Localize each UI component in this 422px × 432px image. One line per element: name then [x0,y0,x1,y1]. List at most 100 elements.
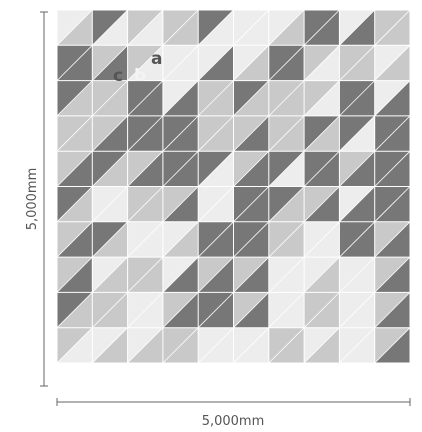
grout-diagonal [303,292,340,328]
grout-diagonal [92,45,128,81]
grout-diagonal [339,115,375,152]
grout-diagonal [303,186,340,223]
grout-diagonal [374,221,411,258]
grout-diagonal [339,45,375,81]
grout-diagonal [56,9,93,46]
grout-diagonal [233,221,270,258]
grout-diagonal [339,186,375,223]
grout-diagonal [197,327,234,364]
grout-diagonal [197,221,234,258]
grout-diagonal [268,150,305,187]
grout-diagonal [303,115,340,152]
tile-label-a: a [151,49,162,69]
grout-diagonal [339,150,375,187]
height-dimension: 5,000mm [25,11,48,387]
grout-diagonal [127,9,164,46]
grout-diagonal [233,115,270,152]
grout-diagonal [374,292,411,328]
tile-triangle [127,10,163,46]
width-dimension: 5,000mm [56,398,411,429]
grout-diagonal [127,45,164,81]
grout-diagonal [374,9,411,46]
grout-diagonal [268,221,305,258]
grout-diagonal [233,256,270,293]
grout-diagonal [197,80,234,117]
grout-diagonal [56,45,93,81]
height-dimension-label: 5,000mm [25,168,40,231]
tile-triangle [127,80,163,116]
grout-diagonal [162,150,199,187]
grout-diagonal [268,80,305,117]
grout-diagonal [268,45,305,81]
tile-label-c: c [113,66,123,86]
grout-diagonal [127,150,164,187]
tile-triangle [127,45,163,81]
grout-diagonal [339,80,375,117]
grout-diagonal [127,292,164,328]
grout-diagonal [127,186,164,223]
grout-diagonal [92,221,128,258]
grout-diagonal [233,150,270,187]
grout-diagonal [268,186,305,223]
grout-diagonal [233,9,270,46]
grout-diagonal [303,221,340,258]
grout-diagonal [268,9,305,46]
grout-diagonal [233,327,270,364]
grout-diagonal [268,115,305,152]
grout-diagonal [233,45,270,81]
tile-triangle [233,292,269,328]
grout-diagonal [92,327,128,364]
grout-diagonal [127,327,164,364]
grout-diagonal [92,150,128,187]
grout-diagonal [162,9,199,46]
grout-diagonal [374,45,411,81]
grout-diagonal [56,80,93,117]
grout-diagonal [162,221,199,258]
grout-diagonal [197,45,234,81]
grout-diagonal [127,80,164,117]
grout-diagonal [162,80,199,117]
grout-diagonal [268,292,305,328]
grout-diagonal [303,327,340,364]
grout-diagonal [127,115,164,152]
grout-diagonal [56,115,93,152]
grout-diagonal [233,186,270,223]
width-dimension-label: 5,000mm [202,414,265,429]
grout-diagonal [127,221,164,258]
grout-diagonal [56,256,93,293]
grout-diagonal [303,150,340,187]
grout-diagonal [56,186,93,223]
grout-diagonal [162,292,199,328]
grout-lines [56,9,411,364]
grout-diagonal [56,292,93,328]
grout-diagonal [92,9,128,46]
grout-diagonal [56,327,93,364]
grout-diagonal [56,221,93,258]
grout-diagonal [56,150,93,187]
grout-diagonal [303,9,340,46]
grout-diagonal [92,292,128,328]
grout-diagonal [197,9,234,46]
grout-diagonal [162,45,199,81]
grout-diagonal [374,150,411,187]
grout-diagonal [374,80,411,117]
grout-diagonal [303,256,340,293]
grout-diagonal [197,115,234,152]
grout-diagonal [92,256,128,293]
grout-diagonal [197,256,234,293]
grout-diagonal [162,327,199,364]
grout-diagonal [233,80,270,117]
grout-diagonal [374,186,411,223]
grout-diagonal [233,292,270,328]
grout-diagonal [339,9,375,46]
grout-diagonal [374,256,411,293]
grout-diagonal [339,292,375,328]
grout-diagonal [268,256,305,293]
grout-diagonal [162,186,199,223]
grout-diagonal [339,256,375,293]
grout-diagonal [92,186,128,223]
grout-diagonal [268,327,305,364]
grout-diagonal [339,327,375,364]
grout-diagonal [92,80,128,117]
